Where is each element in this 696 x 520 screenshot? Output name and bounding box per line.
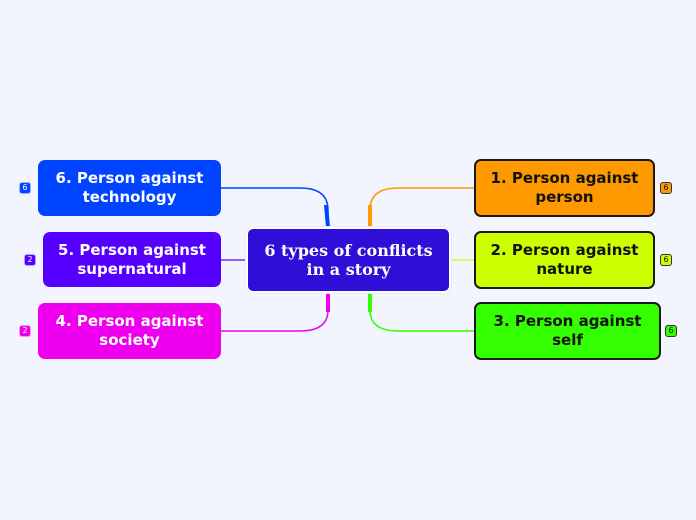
central-topic-line2: in a story — [306, 260, 391, 279]
subtopic-count-badge[interactable]: 6 — [665, 325, 677, 337]
topic-label-line2: technology — [82, 188, 177, 206]
topic-label-line2: supernatural — [77, 259, 187, 278]
topic-person-against-supernatural[interactable]: 5. Person against supernatural — [43, 232, 221, 287]
topic-label-line1: 1. Person against — [490, 169, 639, 187]
topic-label-line2: society — [99, 331, 160, 349]
topic-label-line1: 2. Person against — [490, 241, 639, 259]
subtopic-count-badge[interactable]: 6 — [19, 182, 31, 194]
topic-label-line1: 5. Person against — [58, 240, 206, 259]
subtopic-count-badge[interactable]: 2 — [19, 325, 31, 337]
topic-label-line2: self — [552, 331, 583, 349]
central-topic-line1: 6 types of conflicts — [264, 241, 433, 260]
topic-label-line1: 6. Person against — [55, 169, 204, 187]
topic-person-against-self[interactable]: 3. Person against self — [474, 302, 661, 360]
topic-label-line1: 4. Person against — [55, 312, 204, 330]
topic-label-line2: nature — [536, 260, 593, 278]
subtopic-count-badge[interactable]: 6 — [660, 182, 672, 194]
topic-label-line1: 3. Person against — [493, 312, 642, 330]
topic-person-against-society[interactable]: 4. Person against society — [38, 303, 221, 359]
topic-person-against-nature[interactable]: 2. Person against nature — [474, 231, 655, 289]
subtopic-count-badge[interactable]: 6 — [660, 254, 672, 266]
topic-label-line2: person — [535, 188, 594, 206]
topic-person-against-technology[interactable]: 6. Person against technology — [38, 160, 221, 216]
topic-person-against-person[interactable]: 1. Person against person — [474, 159, 655, 217]
subtopic-count-badge[interactable]: 2 — [24, 254, 36, 266]
central-topic[interactable]: 6 types of conflicts in a story — [246, 227, 451, 293]
